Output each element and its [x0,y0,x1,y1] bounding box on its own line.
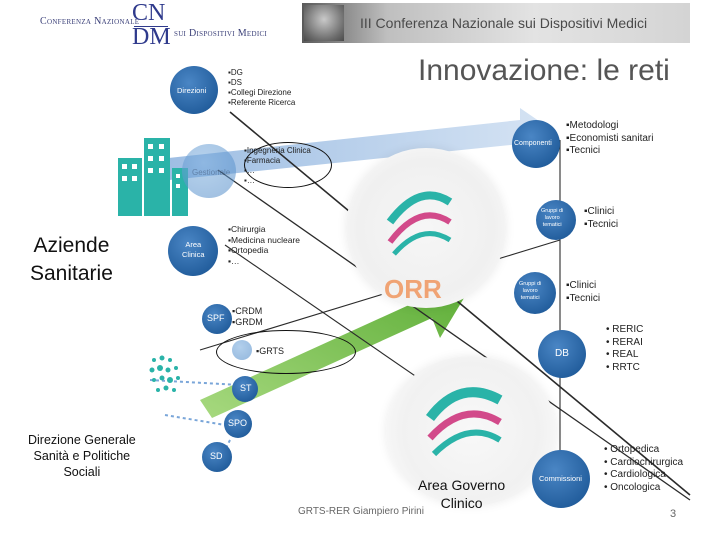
list-direzioni-item: ▪DS [228,78,242,87]
list-direzioni: ▪DG ▪DS ▪Collegi Direzione ▪Referente Ri… [228,68,295,108]
header-banner: III Conferenza Nazionale sui Dispositivi… [302,3,690,43]
area-governo-clinico-label: Area Governo Clinico [418,476,505,512]
list-direzioni-item: ▪DG [228,68,243,77]
list-commissioni-item: • Cardiologica [604,469,666,480]
list-clinica-item: ▪Medicina nucleare [228,234,300,245]
list-clinica-item: ▪Ortopedia [228,245,269,256]
list-gruppi-2: ▪Clinici ▪Tecnici [566,280,600,305]
regione-line1: Direzione Generale [28,433,136,447]
list-grts-item: GRTS [259,346,285,356]
node-gestionale[interactable]: Gestionale [182,144,236,198]
logo-line1: Conferenza Nazionale [40,16,140,27]
list-db-item: • RERAI [606,336,643,348]
area-governo-line1: Area Governo [418,477,506,493]
list-gruppi-1-item: ▪Tecnici [584,218,619,230]
orr-label: ORR [384,274,442,304]
node-db[interactable]: DB [538,330,586,378]
list-componenti: ▪Metodologi ▪Economisti sanitari ▪Tecnic… [566,120,653,158]
region-dots-logo [149,355,180,392]
list-grts: ▪GRTS [256,346,285,356]
node-gruppi-2[interactable]: Gruppi di lavoro tematici [514,272,556,314]
list-gruppi-1: ▪Clinici ▪Tecnici [584,206,618,231]
aziende-line1: Aziende [33,234,110,257]
list-componenti-item: ▪Tecnici [566,145,601,156]
node-area-clinica[interactable]: Area Clinica [168,226,218,276]
node-gruppi-1[interactable]: Gruppi di lavoro tematici [536,200,576,240]
list-gestionale-item: ▪… [244,176,255,185]
list-commissioni-item: • Ortopedica [604,444,660,455]
node-spf-label: SPF [207,313,225,323]
list-db-item: • RERIC [606,324,644,335]
region-swirl-logo [386,191,453,256]
banner-title: III Conferenza Nazionale sui Dispositivi… [360,15,648,31]
node-st[interactable]: ST [232,376,258,402]
list-spf-item: ▪GRDM [232,317,263,328]
list-db-item: • REAL [606,349,639,360]
list-spf-item: ▪CRDM [232,306,263,316]
logo-divider [134,26,168,27]
node-area-clinica-label: Area Clinica [182,240,205,259]
logo-cn: CN [132,0,166,26]
list-commissioni-item: • Oncologica [604,481,661,493]
banner-portrait-image [304,5,344,41]
node-componenti[interactable]: Componenti [512,120,560,168]
node-gruppi-2-label: Gruppi di lavoro tematici [519,281,542,301]
footer-author: GRTS-RER Giampiero Pirini [298,506,424,517]
list-gruppi-2-item: ▪Tecnici [566,292,601,304]
list-clinica-item: ▪Chirurgia [228,224,266,234]
slide-title: Innovazione: le reti [418,54,670,87]
regione-line3: Sociali [63,465,101,479]
node-sd[interactable]: SD [202,442,232,472]
node-sd-label: SD [210,451,223,461]
network-circle-top [346,148,506,308]
logo-line2: sui Dispositivi Medici [174,28,268,39]
node-spf[interactable]: SPF [202,304,232,334]
list-spf: ▪CRDM ▪GRDM [232,306,263,329]
regione-line2: Sanità e Politiche [33,449,131,463]
list-commissioni: • Ortopedica • Cardiochirurgica • Cardio… [604,444,683,494]
node-commissioni[interactable]: Commissioni [532,450,590,508]
region-swirl-logo-bottom [426,387,503,457]
logo-dm: DM [132,24,171,50]
node-spo-label: SPO [228,418,248,428]
node-gestionale-label: Gestionale [192,168,231,177]
list-componenti-item: ▪Metodologi [566,120,619,131]
list-direzioni-item: ▪Collegi Direzione [228,88,292,97]
node-commissioni-label: Commissioni [539,474,582,483]
list-db-item: • RRTC [606,361,640,373]
node-gruppi-1-label: Gruppi di lavoro tematici [541,208,564,228]
direzione-generale-label: Direzione Generale Sanità e Politiche So… [28,432,136,480]
highlight-oval-gestionale [244,142,332,188]
list-clinica-item: ▪… [228,255,240,266]
node-db-label: DB [555,348,569,359]
header-logo: Conferenza Nazionale CN DM sui Dispositi… [38,0,278,50]
list-direzioni-item: ▪Referente Ricerca [228,98,296,107]
page-number: 3 [670,508,677,520]
list-componenti-item: ▪Economisti sanitari [566,132,654,144]
area-governo-line2: Clinico [440,495,483,511]
highlight-oval-grts [216,330,356,374]
list-commissioni-item: • Cardiochirurgica [604,456,684,468]
aziende-line2: Sanitarie [30,262,113,285]
node-spo[interactable]: SPO [224,410,252,438]
node-direzioni-label: Direzioni [177,86,207,95]
node-st-label: ST [240,383,252,393]
node-componenti-label: Componenti [514,140,552,147]
list-gruppi-2-item: ▪Clinici [566,280,597,291]
list-gruppi-1-item: ▪Clinici [584,206,615,217]
node-direzioni[interactable]: Direzioni [170,66,218,114]
list-clinica: ▪Chirurgia ▪Medicina nucleare ▪Ortopedia… [228,224,300,267]
hospital-building-icon [118,138,188,216]
list-db: • RERIC • RERAI • REAL • RRTC [606,324,643,374]
aziende-sanitarie-label: Aziende Sanitarie [30,232,113,288]
